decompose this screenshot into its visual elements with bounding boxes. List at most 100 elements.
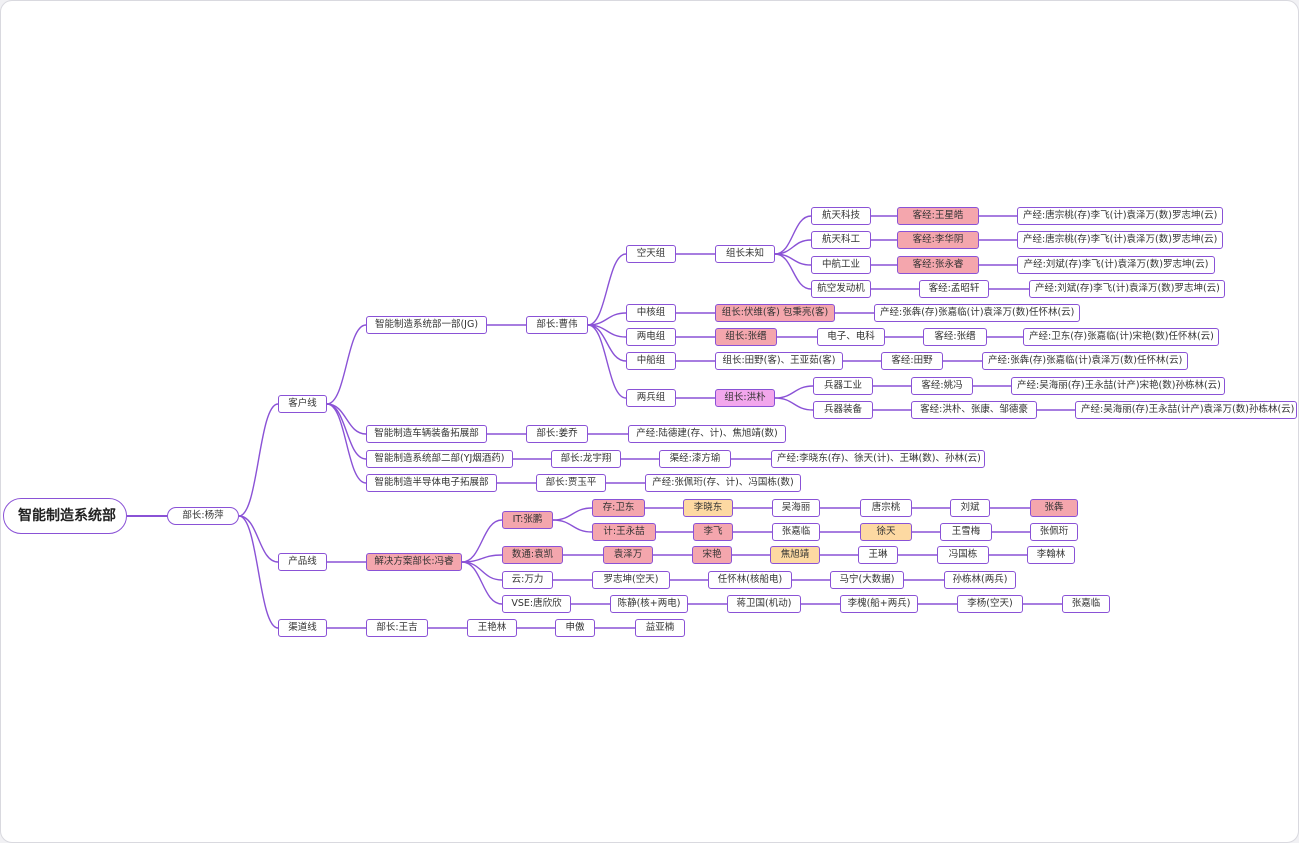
mindmap-node[interactable]: 部长:姜乔 [526, 425, 588, 443]
mindmap-node[interactable]: 渠经:漆方瑜 [659, 450, 731, 468]
mindmap-node[interactable]: 蒋卫国(机动) [727, 595, 801, 613]
mindmap-node[interactable]: 产经:唐宗桃(存)李飞(计)袁泽万(数)罗志坤(云) [1017, 231, 1223, 249]
mindmap-node[interactable]: 益亚楠 [635, 619, 685, 637]
mindmap-node[interactable]: 客经:洪朴、张康、邹德豪 [911, 401, 1037, 419]
mindmap-node[interactable]: 产经:陆德建(存、计)、焦旭靖(数) [628, 425, 786, 443]
mindmap-node[interactable]: 刘斌 [950, 499, 990, 517]
mindmap-node[interactable]: 客经:李华阴 [897, 231, 979, 249]
mindmap-node[interactable]: 产经:吴海丽(存)王永喆(计产)宋艳(数)孙栋林(云) [1011, 377, 1225, 395]
mindmap-node[interactable]: 产经:李晓东(存)、徐天(计)、王琳(数)、孙林(云) [771, 450, 985, 468]
connector-line [587, 324, 627, 399]
mindmap-node[interactable]: 李晓东 [683, 499, 733, 517]
mindmap-node[interactable]: 客经:田野 [881, 352, 943, 370]
mindmap-node[interactable]: 产经:刘斌(存)李飞(计)袁泽万(数)罗志坤(云) [1029, 280, 1225, 298]
mindmap-node[interactable]: 唐宗桃 [860, 499, 912, 517]
mindmap-node[interactable]: 空天组 [626, 245, 676, 263]
mindmap-node[interactable]: 部长:龙宇翔 [551, 450, 621, 468]
mindmap-node[interactable]: 航天科技 [811, 207, 871, 225]
mindmap-node[interactable]: 客经:张永睿 [897, 256, 979, 274]
mindmap-node[interactable]: 张嘉临 [772, 523, 820, 541]
mindmap-node[interactable]: 渠道线 [278, 619, 327, 637]
mindmap-node[interactable]: 王雪梅 [940, 523, 992, 541]
mindmap-node[interactable]: 冯国栋 [937, 546, 989, 564]
connector-line [774, 253, 812, 290]
mindmap-node[interactable]: VSE:唐欣欣 [502, 595, 571, 613]
mindmap-node[interactable]: 兵器工业 [813, 377, 873, 395]
mindmap-node[interactable]: 焦旭靖 [770, 546, 820, 564]
mindmap-node[interactable]: 徐天 [860, 523, 912, 541]
mindmap-node[interactable]: 张嘉临 [1062, 595, 1110, 613]
mindmap-node[interactable]: 王艳林 [467, 619, 517, 637]
connector-line [552, 519, 593, 533]
mindmap-node[interactable]: 客经:张缙 [923, 328, 987, 346]
mindmap-node[interactable]: 宋艳 [692, 546, 732, 564]
mindmap-node[interactable]: 智能制造车辆装备拓展部 [366, 425, 487, 443]
mindmap-node[interactable]: 组长:洪朴 [715, 389, 775, 407]
connector-line [461, 561, 503, 581]
mindmap-node[interactable]: 产经:张佩珩(存、计)、冯国栋(数) [645, 474, 801, 492]
connector-line [774, 385, 814, 399]
mindmap-node[interactable]: 部长:曹伟 [526, 316, 588, 334]
mindmap-node[interactable]: 航天科工 [811, 231, 871, 249]
mindmap-node[interactable]: 解决方案部长:冯睿 [366, 553, 462, 571]
mindmap-node[interactable]: 张犇 [1030, 499, 1078, 517]
mindmap-node[interactable]: 李槐(船+两兵) [840, 595, 918, 613]
mindmap-node[interactable]: 部长:杨萍 [167, 507, 239, 525]
connector-line [774, 397, 814, 411]
mindmap-node[interactable]: 李杨(空天) [957, 595, 1023, 613]
mindmap-node[interactable]: 智能制造半导体电子拓展部 [366, 474, 497, 492]
mindmap-node[interactable]: 电子、电科 [817, 328, 885, 346]
connector-line [326, 324, 367, 405]
mindmap-node[interactable]: 袁泽万 [603, 546, 653, 564]
mindmap-node[interactable]: 产品线 [278, 553, 327, 571]
mindmap-node[interactable]: 李飞 [693, 523, 733, 541]
mindmap-node[interactable]: 数通:袁凯 [502, 546, 563, 564]
connector-line [238, 515, 279, 629]
mindmap-node[interactable]: 陈静(核+两电) [610, 595, 688, 613]
mindmap-node[interactable]: 两电组 [626, 328, 676, 346]
mindmap-node[interactable]: 产经:吴海丽(存)王永喆(计产)袁泽万(数)孙栋林(云) [1075, 401, 1297, 419]
mindmap-node[interactable]: 罗志坤(空天) [592, 571, 670, 589]
connector-line [461, 519, 503, 563]
mindmap-node[interactable]: 吴海丽 [772, 499, 820, 517]
connector-line [587, 253, 627, 326]
mindmap-node[interactable]: 任怀林(核船电) [708, 571, 792, 589]
connector-line [238, 403, 279, 517]
mindmap-node[interactable]: 组长未知 [715, 245, 775, 263]
mindmap-node[interactable]: 部长:贾玉平 [536, 474, 606, 492]
mindmap-node[interactable]: 李翰林 [1027, 546, 1075, 564]
mindmap-node[interactable]: 产经:唐宗桃(存)李飞(计)袁泽万(数)罗志坤(云) [1017, 207, 1223, 225]
mindmap-node[interactable]: 客经:姚冯 [911, 377, 973, 395]
mindmap-node[interactable]: 马宁(大数据) [830, 571, 904, 589]
mindmap-node[interactable]: 孙栋林(两兵) [944, 571, 1016, 589]
mindmap-node[interactable]: 客经:王星皓 [897, 207, 979, 225]
mindmap-node[interactable]: 存:卫东 [592, 499, 645, 517]
mindmap-node[interactable]: 申傲 [555, 619, 595, 637]
mindmap-node[interactable]: 张佩珩 [1030, 523, 1078, 541]
mindmap-node[interactable]: 组长:张缙 [715, 328, 777, 346]
mindmap-node[interactable]: 组长:田野(客)、王亚茹(客) [715, 352, 843, 370]
mindmap-node[interactable]: 产经:刘斌(存)李飞(计)袁泽万(数)罗志坤(云) [1017, 256, 1215, 274]
mindmap-node[interactable]: IT:张鹏 [502, 511, 553, 529]
mindmap-node[interactable]: 智能制造系统部二部(YJ烟酒药) [366, 450, 513, 468]
mindmap-node[interactable]: 客经:孟昭轩 [919, 280, 989, 298]
mindmap-node[interactable]: 智能制造系统部一部(JG) [366, 316, 487, 334]
mindmap-node[interactable]: 产经:张犇(存)张嘉临(计)袁泽万(数)任怀林(云) [874, 304, 1080, 322]
mindmap-node[interactable]: 云:万力 [502, 571, 553, 589]
mindmap-node[interactable]: 产经:卫东(存)张嘉临(计)宋艳(数)任怀林(云) [1023, 328, 1219, 346]
mindmap-node[interactable]: 组长:伏维(客) 包秉亮(客) [715, 304, 835, 322]
mindmap-node[interactable]: 王琳 [858, 546, 898, 564]
mindmap-node[interactable]: 中船组 [626, 352, 676, 370]
mindmap-node[interactable]: 中核组 [626, 304, 676, 322]
mindmap-node[interactable]: 两兵组 [626, 389, 676, 407]
mindmap-node[interactable]: 计:王永喆 [592, 523, 656, 541]
root-node[interactable]: 智能制造系统部 [3, 498, 127, 534]
mindmap-node[interactable]: 中航工业 [811, 256, 871, 274]
mindmap-node[interactable]: 客户线 [278, 395, 327, 413]
mindmap-node[interactable]: 兵器装备 [813, 401, 873, 419]
mindmap-node[interactable]: 部长:王吉 [366, 619, 428, 637]
mindmap-node[interactable]: 产经:张犇(存)张嘉临(计)袁泽万(数)任怀林(云) [982, 352, 1188, 370]
mindmap-node[interactable]: 航空发动机 [811, 280, 871, 298]
